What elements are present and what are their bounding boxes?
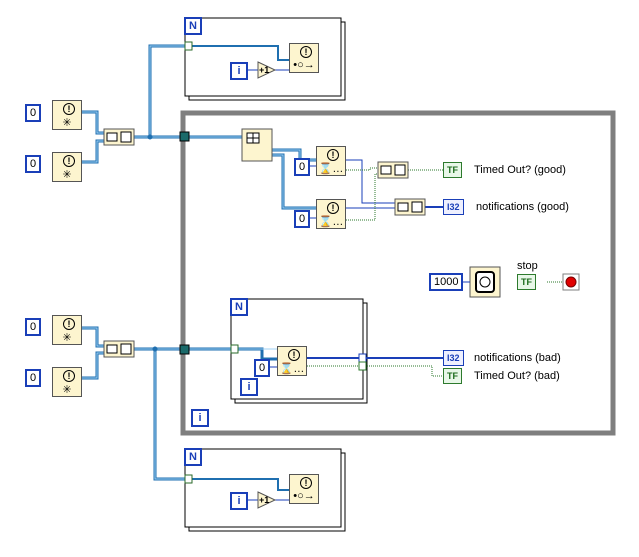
exclamation-icon: ! bbox=[63, 103, 75, 115]
cluster-wires-inner bbox=[82, 45, 316, 480]
obtain-notifier-node[interactable]: !✳ bbox=[52, 315, 82, 345]
zero-constant[interactable]: 0 bbox=[254, 359, 271, 377]
exclamation-icon: ! bbox=[63, 155, 75, 167]
increment-node-bottom[interactable] bbox=[257, 491, 277, 509]
stop-label: stop bbox=[517, 260, 538, 272]
loop-count-terminal[interactable]: N bbox=[184, 17, 202, 35]
zero-constant[interactable]: 0 bbox=[25, 369, 42, 387]
wait-on-notification-multiple-node[interactable]: ! ⌛… bbox=[277, 346, 307, 376]
iteration-terminal[interactable]: i bbox=[230, 492, 248, 510]
build-array-bool[interactable] bbox=[377, 161, 409, 179]
hourglass-icon: ⌛… bbox=[279, 363, 305, 375]
tunnel-for-top[interactable] bbox=[184, 41, 193, 51]
while-iteration-terminal[interactable]: i bbox=[191, 409, 209, 427]
zero-constant[interactable]: 0 bbox=[294, 158, 311, 176]
sparkle-icon: ✳ bbox=[62, 169, 72, 181]
bundle-node-top[interactable] bbox=[103, 128, 135, 146]
for-loop-top[interactable] bbox=[184, 17, 346, 101]
iteration-terminal[interactable]: i bbox=[240, 378, 258, 396]
build-array-i32[interactable] bbox=[394, 198, 426, 216]
zero-constant[interactable]: 0 bbox=[25, 155, 42, 173]
timed-out-bad-label: Timed Out? (bad) bbox=[474, 370, 560, 382]
stop-button-control[interactable]: TF bbox=[517, 274, 536, 290]
hourglass-icon: ⌛… bbox=[318, 163, 344, 175]
wait-on-notification-node[interactable]: ! ⌛… bbox=[316, 146, 346, 176]
tunnel-for-inner[interactable] bbox=[230, 344, 239, 354]
wait-on-notification-node[interactable]: ! ⌛… bbox=[316, 199, 346, 229]
tunnel-bottom[interactable] bbox=[179, 344, 190, 355]
stop-condition[interactable] bbox=[562, 273, 580, 291]
notifications-good-label: notifications (good) bbox=[476, 201, 569, 213]
wait-ms-constant[interactable]: 1000 bbox=[429, 273, 464, 291]
exclamation-icon: ! bbox=[327, 149, 339, 161]
tunnel-top[interactable] bbox=[179, 131, 190, 142]
timed-out-bad-indicator[interactable]: TF bbox=[443, 368, 462, 384]
exclamation-icon: ! bbox=[300, 46, 312, 58]
exclamation-icon: ! bbox=[288, 349, 300, 361]
notifications-bad-indicator[interactable]: I32 bbox=[443, 350, 464, 366]
notifications-good-indicator[interactable]: I32 bbox=[443, 199, 464, 215]
unbundle-node[interactable] bbox=[241, 128, 273, 162]
increment-node-top[interactable] bbox=[257, 61, 277, 79]
sparkle-icon: ✳ bbox=[62, 332, 72, 344]
send-arrow-icon: •○→ bbox=[293, 490, 315, 502]
exclamation-icon: ! bbox=[63, 318, 75, 330]
zero-constant[interactable]: 0 bbox=[25, 104, 42, 122]
obtain-notifier-node[interactable]: !✳ bbox=[52, 100, 82, 130]
exclamation-icon: ! bbox=[327, 202, 339, 214]
timed-out-good-indicator[interactable]: TF bbox=[443, 162, 462, 178]
for-loop-bottom[interactable] bbox=[184, 448, 346, 532]
sparkle-icon: ✳ bbox=[62, 384, 72, 396]
increment-label: +1 bbox=[259, 65, 270, 75]
notifications-bad-label: notifications (bad) bbox=[474, 352, 561, 364]
wait-ms-node[interactable] bbox=[469, 266, 501, 298]
send-notification-node[interactable]: !•○→ bbox=[289, 43, 319, 73]
hourglass-icon: ⌛… bbox=[318, 216, 344, 228]
send-notification-node[interactable]: !•○→ bbox=[289, 474, 319, 504]
timed-out-good-label: Timed Out? (good) bbox=[474, 164, 566, 176]
loop-count-terminal[interactable]: N bbox=[230, 298, 248, 316]
exclamation-icon: ! bbox=[63, 370, 75, 382]
sparkle-icon: ✳ bbox=[62, 117, 72, 129]
tunnel-out-notif[interactable] bbox=[358, 353, 367, 363]
tunnel-for-bottom[interactable] bbox=[184, 474, 193, 484]
zero-constant[interactable]: 0 bbox=[25, 318, 42, 336]
obtain-notifier-node[interactable]: !✳ bbox=[52, 152, 82, 182]
zero-constant[interactable]: 0 bbox=[294, 210, 311, 228]
iteration-terminal[interactable]: i bbox=[230, 62, 248, 80]
tunnel-out-timeout[interactable] bbox=[358, 361, 367, 371]
while-loop-border[interactable] bbox=[180, 110, 616, 436]
bundle-node-bottom[interactable] bbox=[103, 340, 135, 358]
increment-label: +1 bbox=[259, 495, 270, 505]
loop-count-terminal[interactable]: N bbox=[184, 448, 202, 466]
send-arrow-icon: •○→ bbox=[293, 59, 315, 71]
exclamation-icon: ! bbox=[300, 477, 312, 489]
obtain-notifier-node[interactable]: !✳ bbox=[52, 367, 82, 397]
